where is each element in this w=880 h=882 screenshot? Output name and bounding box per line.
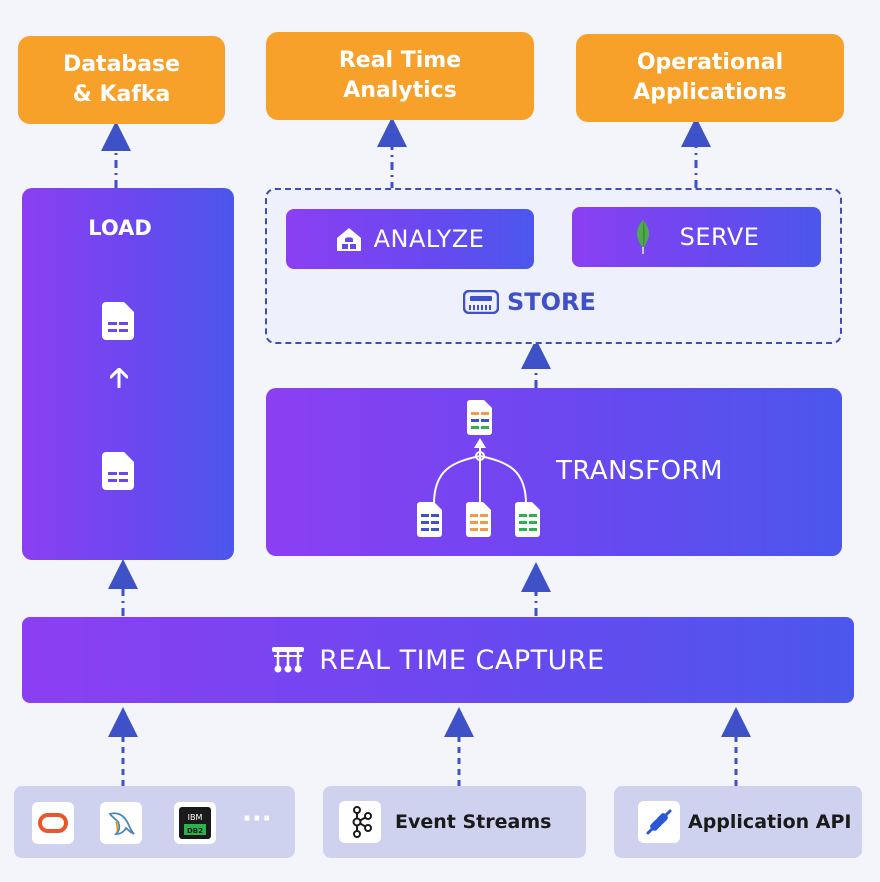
database-kafka-line1: Database [62,52,181,77]
more-sources-ellipsis: ··· [242,804,272,834]
serve-label: SERVE [679,223,760,251]
real-time-capture-bar: REAL TIME CAPTURE [22,617,854,703]
application-api-label: Application API [688,811,852,833]
store-title: STORE [463,288,596,316]
green-file-icon [515,502,540,537]
kafka-icon [339,801,381,843]
transform-merge-diagram [417,400,540,537]
store-label: STORE [507,288,596,316]
transform-panel: TRANSFORM [266,388,842,556]
event-streams-label: Event Streams [395,811,552,833]
transform-label: TRANSFORM [556,456,724,486]
up-arrow-icon [110,368,128,388]
server-storage-icon [463,290,499,314]
merged-file-icon [467,400,492,435]
plug-icon [638,801,680,843]
application-api-box: Application API [614,786,862,858]
real-time-analytics-line2: Analytics [343,78,457,103]
ibm-db2-icon: IBM DB2 [174,802,216,844]
load-panel: LOAD [22,188,234,560]
mongodb-leaf-icon [636,220,649,254]
blue-file-icon [417,502,442,537]
svg-text:DB2: DB2 [187,827,203,835]
oracle-icon [32,802,74,844]
load-target-file-icon [102,302,134,340]
svg-text:IBM: IBM [188,813,203,822]
store-container: ANALYZE SERVE STORE [265,188,842,344]
database-kafka-box: Database & Kafka [18,36,225,124]
database-kafka-line2: & Kafka [72,82,171,107]
serve-box: SERVE [572,207,821,267]
warehouse-icon [336,228,361,251]
real-time-analytics-line1: Real Time [338,48,462,73]
database-sources-box: IBM DB2 ··· [14,786,295,858]
orange-file-icon [466,502,491,537]
load-label: LOAD [88,216,152,240]
operational-applications-line1: Operational [636,50,784,75]
capture-hierarchy-icon [272,647,305,673]
capture-label: REAL TIME CAPTURE [319,644,605,676]
analyze-box: ANALYZE [286,209,534,269]
load-source-file-icon [102,452,134,490]
event-streams-box: Event Streams [323,786,586,858]
operational-applications-line2: Applications [633,80,787,105]
analyze-label: ANALYZE [373,225,485,253]
mysql-icon [100,802,142,844]
